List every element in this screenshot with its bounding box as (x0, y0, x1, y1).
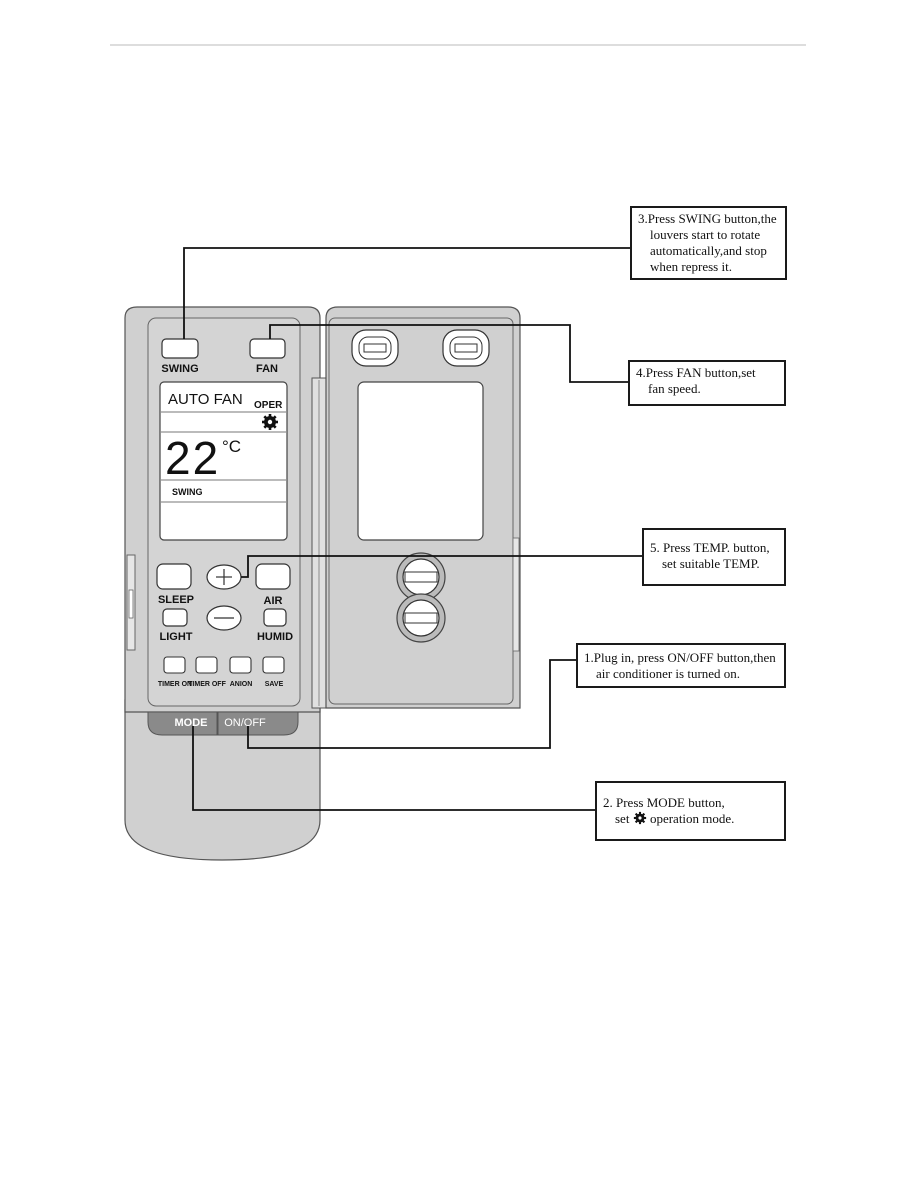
callout-fan: 4.Press FAN button,set fan speed. (628, 360, 786, 406)
lcd-fan-mode: AUTO FAN (168, 391, 243, 408)
hinge (311, 377, 327, 709)
callout-mode-line2-post: operation mode. (649, 811, 735, 826)
cover-window (357, 381, 484, 541)
sleep-button[interactable] (156, 563, 192, 590)
onoff-leader (247, 659, 576, 749)
fan-button-label: FAN (256, 363, 278, 375)
callout-temp: 5. Press TEMP. button, set suitable TEMP… (642, 528, 786, 586)
callout-temp-line1: 5. Press TEMP. button, (650, 540, 770, 555)
sleep-button-label: SLEEP (158, 594, 194, 606)
mode-button-label: MODE (175, 717, 208, 729)
cover-knob-top (396, 552, 446, 602)
swing-button-label: SWING (161, 363, 198, 375)
lcd-unit: °C (222, 437, 241, 456)
callout-swing-line2: louvers start to rotate (650, 227, 761, 242)
remote-handle (124, 699, 321, 861)
light-button[interactable] (162, 608, 188, 627)
callout-onoff-line1: 1.Plug in, press ON/OFF button,then (584, 650, 776, 665)
temp-leader (241, 555, 642, 578)
leader-lines (183, 247, 642, 811)
on-off-button-label: ON/OFF (224, 717, 266, 729)
callout-temp-line2: set suitable TEMP. (662, 556, 760, 571)
gear-icon (262, 414, 278, 430)
cover-knob-bottom (396, 593, 446, 643)
mode-button[interactable] (147, 711, 218, 736)
battery-contact-right (442, 329, 490, 367)
timer-off-button[interactable] (195, 656, 218, 674)
battery-contact-left (351, 329, 399, 367)
callout-fan-line1: 4.Press FAN button,set (636, 365, 756, 380)
timer-on-button[interactable] (163, 656, 186, 674)
air-button[interactable] (255, 563, 291, 590)
timer-off-label: TIMER OFF (188, 681, 226, 688)
on-off-button[interactable] (217, 711, 299, 736)
fan-button[interactable] (249, 338, 286, 359)
air-button-label: AIR (264, 595, 283, 607)
callout-swing-line4: when repress it. (650, 259, 732, 274)
light-button-label: LIGHT (160, 631, 193, 643)
swing-button[interactable] (161, 338, 199, 359)
lcd-oper: OPER (254, 400, 283, 411)
plus-icon (216, 569, 232, 585)
lcd-display: AUTO FAN OPER 22 °C SWING (159, 381, 288, 541)
callout-swing-line3: automatically,and stop (650, 243, 767, 258)
callout-mode: 2. Press MODE button, set operation mode… (595, 781, 786, 841)
humid-button[interactable] (263, 608, 287, 627)
anion-button[interactable] (229, 656, 252, 674)
fan-leader (269, 324, 628, 383)
gear-icon (633, 811, 646, 825)
humid-button-label: HUMID (257, 631, 293, 643)
callout-onoff-line2: air conditioner is turned on. (596, 666, 741, 681)
callout-mode-line2-pre: set (615, 811, 630, 826)
callout-mode-line1: 2. Press MODE button, (603, 795, 725, 810)
mode-leader (192, 726, 595, 811)
callout-swing: 3.Press SWING button,the louvers start t… (630, 206, 787, 280)
callout-onoff: 1.Plug in, press ON/OFF button,then air … (576, 643, 786, 688)
callout-fan-line2: fan speed. (648, 381, 701, 396)
anion-label: ANION (230, 681, 253, 688)
lcd-temperature: 22 (165, 432, 220, 484)
lcd-swing: SWING (172, 487, 203, 497)
callout-mode-line2: set operation mode. (603, 811, 778, 827)
swing-leader (183, 247, 632, 339)
callout-swing-line1: 3.Press SWING button,the (638, 211, 777, 226)
open-cover (325, 306, 521, 709)
save-button[interactable] (262, 656, 285, 674)
save-label: SAVE (265, 681, 284, 688)
remote-control: SWING FAN AUTO FAN OPER 22 (124, 306, 321, 861)
timer-on-label: TIMER ON (158, 681, 192, 688)
